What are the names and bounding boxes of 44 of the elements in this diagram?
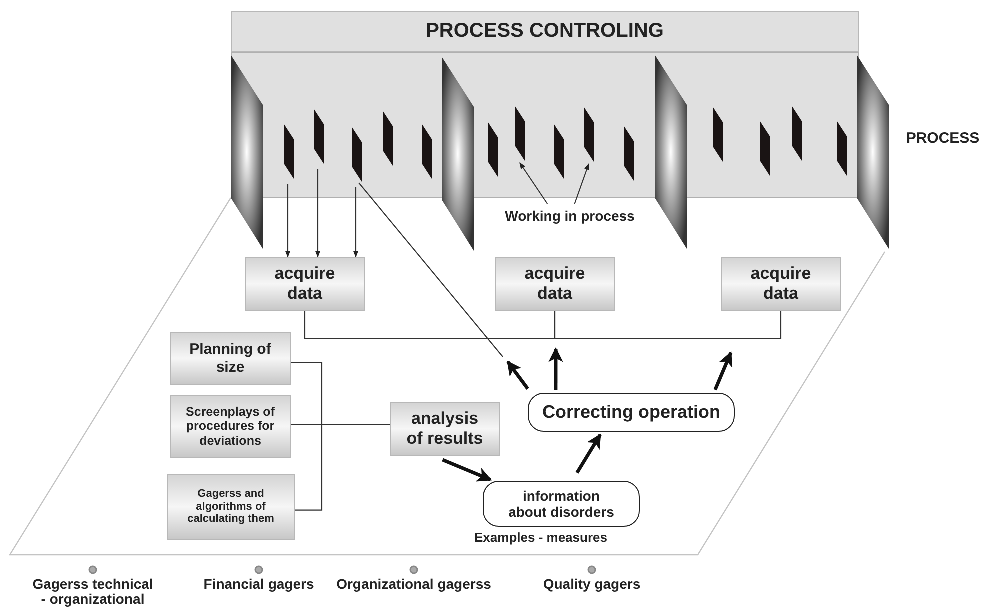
category-label: Quality gagers [542,577,642,592]
connector-line [554,311,782,340]
process-box: Gagerss and algorithms of calculating them [167,474,295,540]
title-band: PROCESS CONTROLING [231,11,859,52]
slat-bar [352,127,362,182]
arrow [353,187,359,258]
connector-line [304,311,556,340]
category-label: Financial gagers [202,577,316,592]
process-box: acquire data [721,257,841,311]
arrow [315,169,321,258]
process-box: analysis of results [390,402,500,456]
arrow [576,434,602,474]
slat-bar [284,124,294,179]
caption-text: PROCESS [905,130,981,147]
pointer-arrow [714,352,733,391]
rounded-box: Correcting operation [528,393,735,432]
arrow [442,458,492,482]
category-label: Organizational gagerss [336,577,492,592]
arrow [574,163,590,204]
category-label: Gagerss technical - organizational [32,577,154,608]
slat-bar [314,109,324,164]
slat-bar [624,126,634,181]
slat-bar [515,106,525,161]
slat-bar [422,124,432,179]
arrow [285,184,291,258]
process-box: acquire data [245,257,365,311]
annotation-text: Working in process [490,206,650,226]
arrow [520,162,548,204]
process-box: Planning of size [170,332,291,385]
process-box: Screenplays of procedures for deviations [170,395,291,458]
pointer-arrow [506,360,530,390]
slat-bar [760,121,770,176]
slat-bar [584,107,594,162]
slat-bar [383,111,393,166]
slat-bar [792,106,802,161]
rounded-box: information about disorders [483,481,640,527]
slat-bar [713,107,723,162]
slat-bar [554,124,564,179]
slat-bar [837,121,847,176]
process-box: acquire data [495,257,615,311]
connector-line [295,424,390,511]
caption-text: Examples - measures [474,530,608,545]
pointer-arrow [548,348,564,390]
slat-bar [488,122,498,177]
